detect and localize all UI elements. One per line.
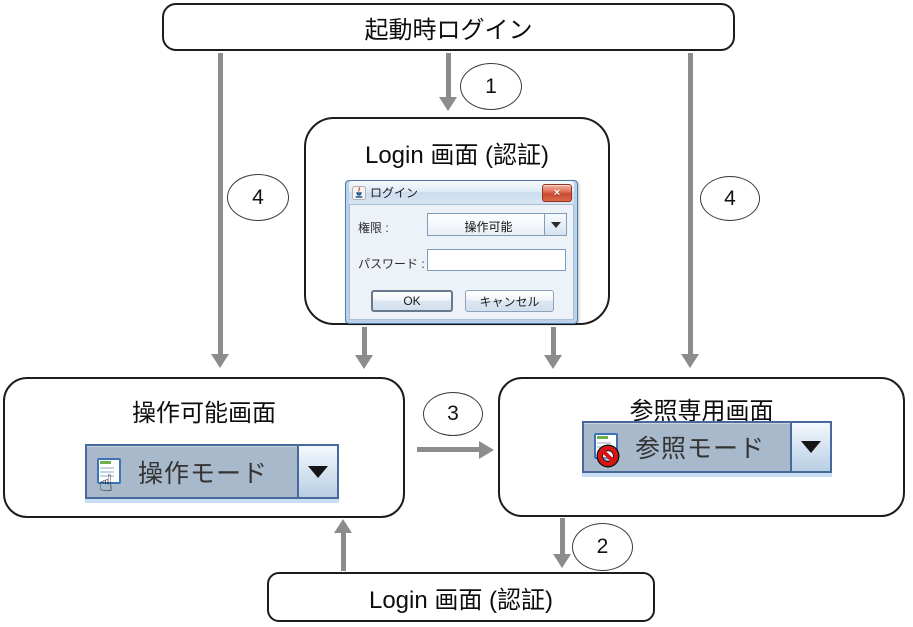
mode-dropdown-operable-value: 操作モード: [138, 459, 269, 488]
arrow-login-to-readonly-line: [551, 327, 556, 356]
operate-mode-icon: ☝: [96, 457, 126, 494]
arrow-login-to-readonly-head: [544, 355, 562, 369]
step-circle-1: 1: [460, 63, 522, 110]
node-startup-login: 起動時ログイン: [162, 3, 735, 51]
hand-cursor-icon: ☝: [99, 469, 114, 496]
arrow-login-to-operable-up-head: [334, 519, 352, 533]
node-readonly-screen: 参照専用画面 参照モード: [498, 377, 905, 517]
mode-dropdown-readonly[interactable]: 参照モード: [582, 421, 832, 473]
close-icon: ×: [553, 186, 561, 199]
window-icon: [97, 457, 121, 484]
node-operable-screen: 操作可能画面 ☝ 操作モード: [3, 377, 405, 518]
reference-mode-icon: [593, 433, 623, 466]
step-label-4-right: 4: [724, 186, 736, 210]
mode-dropdown-operable[interactable]: ☝ 操作モード: [85, 444, 339, 499]
node-login-screen-bottom-label: Login 画面 (認証): [368, 586, 554, 614]
mode-dropdown-operable-button[interactable]: [297, 446, 337, 497]
arrow-startup-to-readonly-head: [681, 354, 699, 368]
arrow-operable-to-readonly-head: [479, 441, 494, 459]
node-login-screen-bottom: Login 画面 (認証): [267, 572, 655, 622]
step-label-2: 2: [596, 535, 609, 558]
ok-button-label: OK: [403, 294, 421, 308]
step-label-4-left: 4: [252, 185, 264, 209]
permission-dropdown[interactable]: 操作可能: [427, 213, 567, 236]
arrow-readonly-to-login-head: [553, 554, 571, 568]
arrow-login-to-operable-head: [355, 355, 373, 369]
password-input[interactable]: [427, 249, 566, 271]
step-circle-4-left: 4: [227, 174, 289, 221]
permission-label: 権限 :: [358, 221, 389, 235]
password-label: パスワード :: [358, 257, 425, 271]
arrow-startup-to-readonly-line: [688, 53, 693, 355]
permission-selected-value: 操作可能: [464, 220, 513, 234]
login-dialog-title: ログイン: [370, 186, 419, 200]
chevron-down-icon: [550, 221, 561, 228]
mode-dropdown-readonly-button[interactable]: [790, 423, 830, 471]
arrow-readonly-to-login-line: [560, 518, 565, 556]
arrow-startup-to-login-head: [439, 97, 457, 111]
node-login-screen-top-label: Login 画面 (認証): [364, 142, 550, 169]
chevron-down-icon: [308, 465, 328, 478]
no-entry-icon: [598, 446, 618, 466]
arrow-operable-to-readonly-line: [417, 447, 480, 452]
node-readonly-screen-label: 参照専用画面: [629, 398, 774, 425]
login-dialog-body: 権限 : 操作可能 パスワード : OK キャンセル: [349, 204, 574, 320]
arrow-startup-to-operable-line: [218, 53, 223, 355]
ok-button[interactable]: OK: [371, 290, 453, 312]
mode-dropdown-readonly-main[interactable]: 参照モード: [584, 423, 790, 471]
mode-dropdown-readonly-value: 参照モード: [635, 435, 766, 463]
login-dialog-titlebar[interactable]: ログイン ×: [349, 181, 574, 204]
step-circle-3: 3: [423, 392, 483, 436]
step-label-3: 3: [447, 402, 459, 425]
arrow-login-to-operable-line: [362, 327, 367, 356]
java-app-icon: [352, 185, 366, 200]
login-dialog: ログイン × 権限 : 操作可能 パスワード : OK: [345, 180, 578, 324]
cancel-button[interactable]: キャンセル: [465, 290, 554, 312]
arrow-startup-to-operable-head: [211, 354, 229, 368]
step-circle-2: 2: [572, 523, 633, 571]
permission-dropdown-button[interactable]: [544, 214, 566, 235]
node-operable-screen-label: 操作可能画面: [132, 400, 276, 427]
close-button[interactable]: ×: [542, 184, 572, 202]
cancel-button-label: キャンセル: [479, 294, 540, 309]
chevron-down-icon: [801, 441, 821, 453]
step-circle-4-right: 4: [700, 176, 760, 221]
node-startup-login-label: 起動時ログイン: [364, 16, 533, 44]
mode-dropdown-operable-main[interactable]: ☝ 操作モード: [87, 446, 297, 497]
arrow-login-to-operable-up-line: [341, 532, 346, 571]
node-login-screen-top: Login 画面 (認証) ログイン × 権限 :: [304, 117, 610, 325]
arrow-startup-to-login-line: [446, 53, 451, 98]
step-label-1: 1: [485, 74, 497, 98]
